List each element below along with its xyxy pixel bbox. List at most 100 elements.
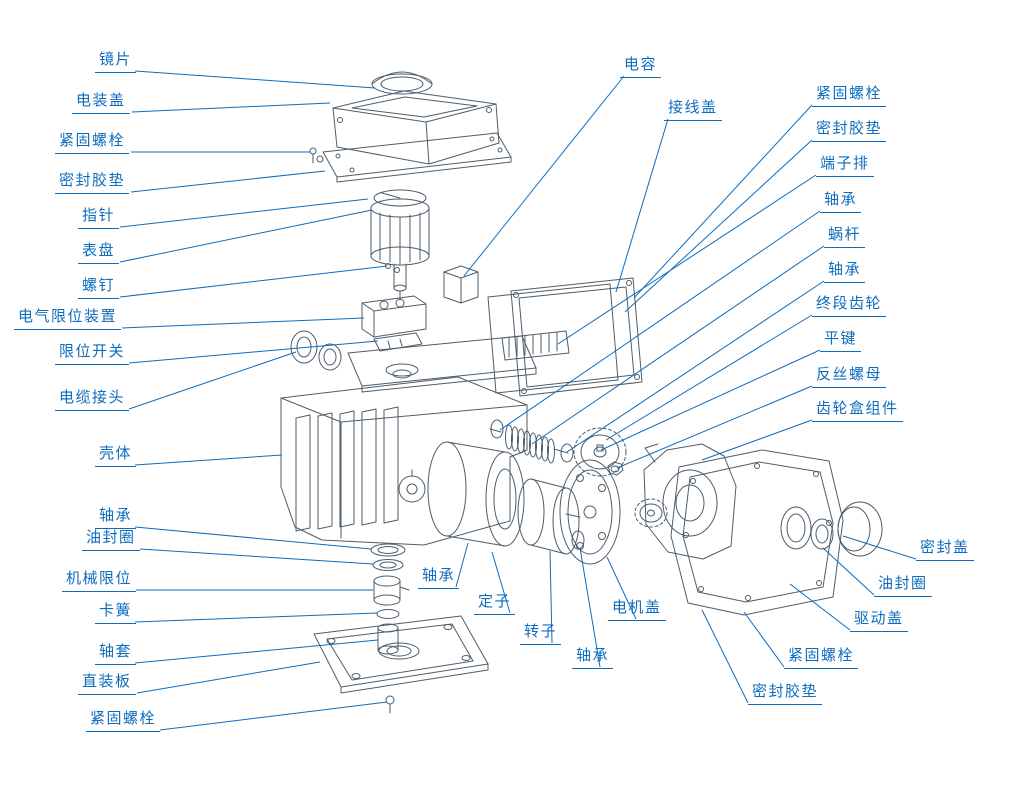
leader-sealing-gasket-2 [624, 139, 813, 313]
label-bearing-2: 轴承 [820, 190, 862, 213]
capacitor-part [443, 265, 479, 304]
label-fastening-bolt-1: 紧固螺栓 [55, 131, 130, 154]
label-mounting-plate: 直装板 [78, 672, 136, 695]
label-bearing-1: 轴承 [95, 506, 137, 529]
leader-fastening-bolt-4 [743, 611, 785, 668]
label-pointer: 指针 [78, 206, 120, 229]
leader-housing [134, 454, 283, 466]
leader-circlip [134, 612, 378, 623]
leader-stator [491, 551, 511, 614]
leader-bearing-5 [579, 547, 601, 668]
leader-electrical-limit-device [121, 317, 365, 329]
label-sealing-gasket-2: 密封胶垫 [812, 119, 887, 142]
top-bolt-part [309, 147, 324, 164]
leader-dial [119, 209, 373, 263]
leader-gearbox-assembly [701, 419, 813, 461]
label-fastening-bolt-2: 紧固螺栓 [86, 709, 161, 732]
label-drive-cover: 驱动盖 [850, 609, 908, 632]
small-gear-part [634, 498, 668, 528]
label-screw: 螺钉 [78, 276, 120, 299]
lens-dome [371, 71, 433, 95]
top-gasket-part [322, 132, 512, 183]
leader-flat-key [600, 349, 821, 451]
label-fastening-bolt-4: 紧固螺栓 [784, 646, 859, 669]
label-terminal-strip: 端子排 [816, 154, 874, 177]
label-housing: 壳体 [95, 444, 137, 467]
label-dial: 表盘 [78, 241, 120, 264]
label-reverse-nut: 反丝螺母 [812, 365, 887, 388]
base-plate-part [313, 615, 489, 694]
leader-terminal-cover [615, 118, 669, 293]
motor-cover-part [559, 459, 621, 565]
leader-terminal-strip [557, 174, 817, 345]
leader-seal-cover [842, 535, 917, 560]
label-worm: 蜗杆 [824, 225, 866, 248]
leader-pointer [119, 198, 369, 228]
label-oil-seal-1: 油封圈 [82, 528, 140, 551]
label-electrical-limit-device: 电气限位装置 [14, 307, 122, 330]
mounting-plate-part [347, 335, 537, 393]
leader-cable-connector [128, 351, 297, 410]
label-terminal-cover: 接线盖 [664, 98, 722, 121]
housing-part [280, 376, 528, 546]
cable-connector-part [290, 330, 342, 371]
leader-final-gear [605, 314, 813, 441]
label-seal-cover: 密封盖 [916, 538, 974, 561]
leader-fastening-bolt-3 [633, 104, 813, 299]
bottom-bolt-part [385, 695, 395, 714]
leader-electrical-cover [131, 102, 331, 113]
terminal-box-part [487, 283, 619, 394]
gearbox-assembly-part [643, 443, 737, 560]
leader-shaft-sleeve [134, 639, 379, 664]
label-limit-switch: 限位开关 [55, 342, 130, 365]
label-gearbox-assembly: 齿轮盒组件 [812, 399, 903, 422]
final-gear-part [573, 427, 627, 477]
label-bearing-5: 轴承 [572, 646, 614, 669]
leader-sealing-gasket-3 [701, 609, 749, 704]
leader-limit-switch [128, 340, 379, 364]
label-motor-cover: 电机盖 [608, 598, 666, 621]
label-final-gear: 终段齿轮 [812, 294, 887, 317]
label-shaft-sleeve: 轴套 [95, 642, 137, 665]
label-mechanical-limit: 机械限位 [62, 569, 137, 592]
leader-capacitor [463, 75, 625, 277]
label-cable-connector: 电缆接头 [55, 388, 130, 411]
leader-lines [119, 70, 917, 731]
leader-bearing-3 [566, 280, 825, 453]
bottom-oil-seal-part [372, 559, 404, 571]
seal-cover-part [837, 501, 883, 557]
dial-part [370, 198, 430, 301]
electrical-cover-part [332, 90, 500, 165]
leader-mounting-plate [136, 661, 321, 694]
label-sealing-gasket-1: 密封胶垫 [55, 171, 130, 194]
drive-cover-part [670, 449, 844, 616]
leader-sealing-gasket-1 [130, 170, 326, 193]
leader-reverse-nut [616, 385, 813, 469]
bottom-bearing-part [370, 543, 406, 557]
limit-switch-part [373, 332, 423, 352]
leader-drive-cover [789, 583, 851, 631]
label-capacitor: 电容 [620, 55, 662, 78]
label-bearing-4: 轴承 [418, 566, 460, 589]
leader-bearing-2 [499, 210, 821, 431]
leader-oil-seal-1 [139, 548, 374, 565]
label-stator: 定子 [474, 592, 516, 615]
label-rotor: 转子 [520, 622, 562, 645]
terminal-cover-part [510, 277, 643, 397]
label-sealing-gasket-3: 密封胶垫 [748, 682, 823, 705]
leader-motor-cover [606, 556, 637, 620]
leader-bearing-1 [134, 526, 372, 550]
pointer-part [373, 189, 427, 207]
leader-oil-seal-2 [822, 547, 875, 596]
label-fastening-bolt-3: 紧固螺栓 [812, 84, 887, 107]
leader-rotor [549, 550, 553, 644]
label-lens: 镜片 [95, 50, 137, 73]
label-flat-key: 平键 [820, 329, 862, 352]
leader-worm [531, 245, 825, 445]
rotor-part [517, 478, 585, 555]
leader-bearing-4 [455, 542, 469, 588]
label-oil-seal-2: 油封圈 [874, 574, 932, 597]
leader-lens [134, 70, 376, 89]
